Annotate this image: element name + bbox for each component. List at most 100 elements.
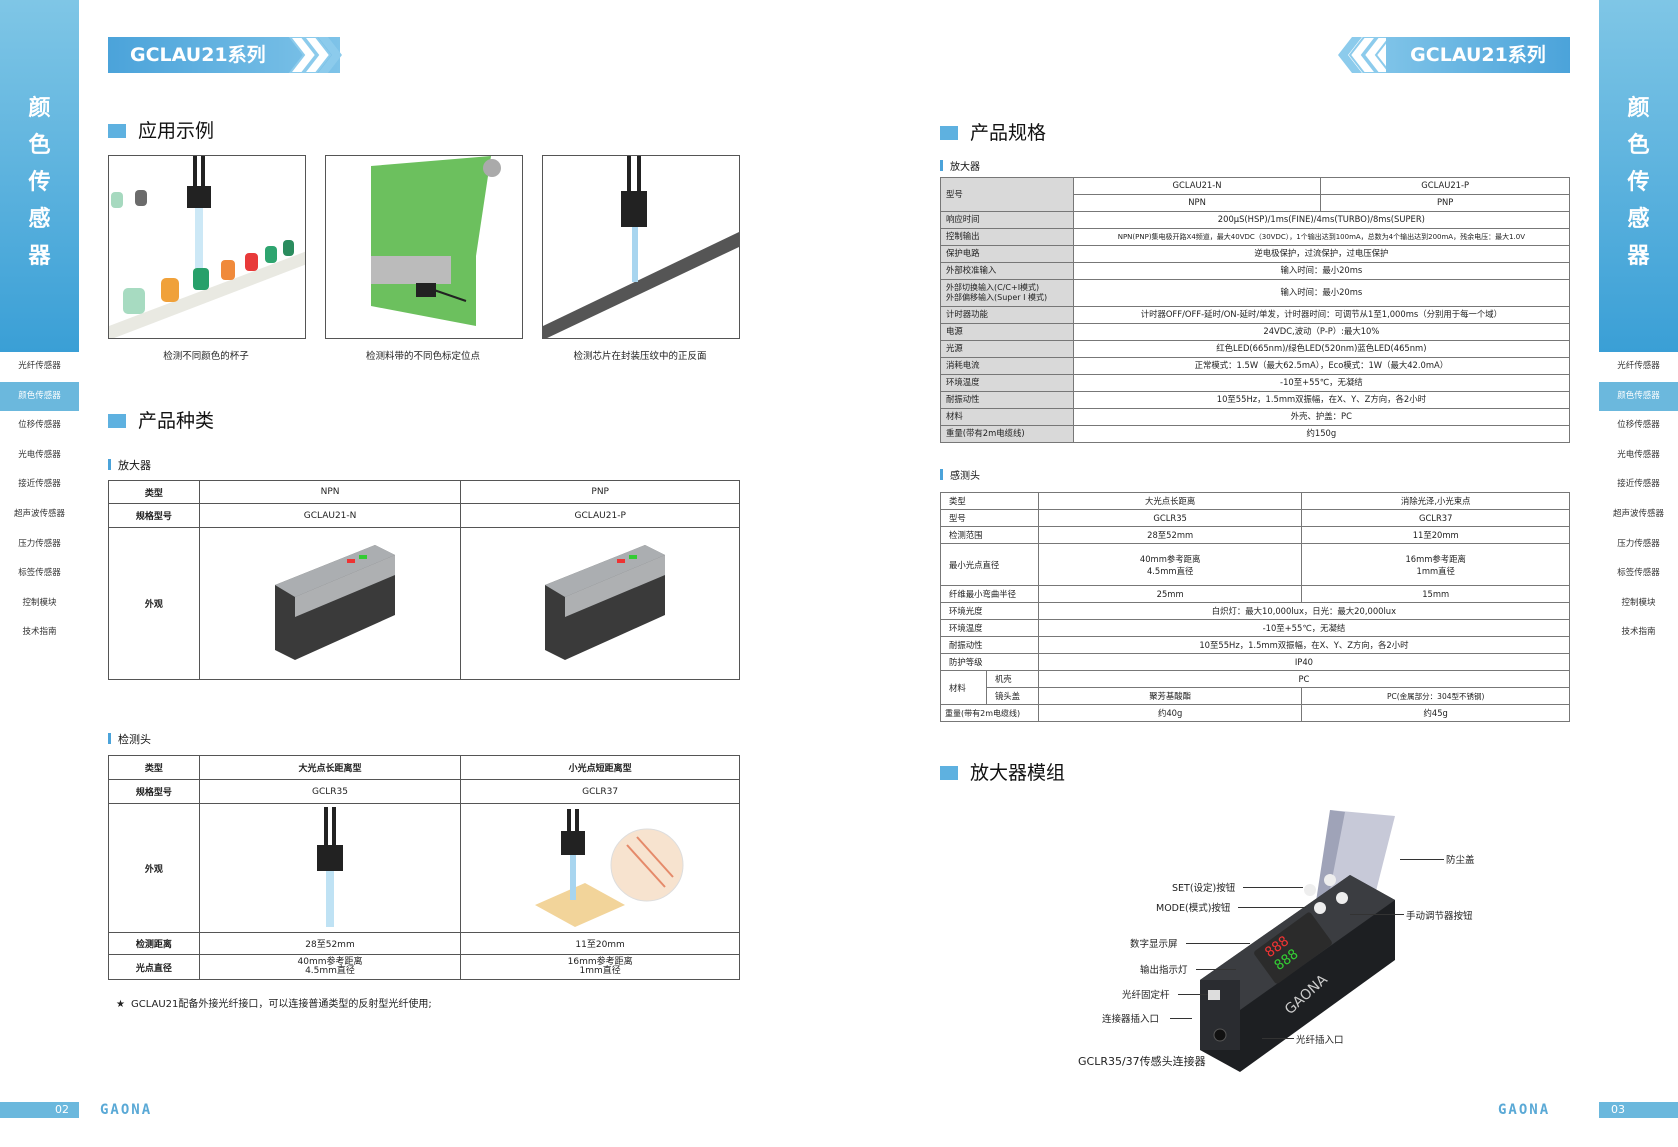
sens-label: 类型 <box>940 492 1039 510</box>
sens-label: 耐振动性 <box>940 636 1039 654</box>
callout-dust-cover: 防尘盖 <box>1446 855 1475 866</box>
spec-row-label: 响应时间 <box>940 211 1074 229</box>
row-label-appearance: 外观 <box>108 527 200 680</box>
spec-row-value: NPN(PNP)集电极开路X4频道，最大40VDC（30VDC），1个输出达到1… <box>1072 228 1571 246</box>
sensor-head-image <box>535 808 684 927</box>
sens-value: PC <box>1037 670 1571 688</box>
footnote: ★GCLAU21配备外接光纤接口，可以连接普通类型的反射型光纤使用; <box>116 999 432 1010</box>
sidebar-item-label[interactable]: 标签传感器 <box>18 568 61 579</box>
amplifier-table: 类型 NPN PNP 规格型号 GCLAU21-N GCLAU21-P 外观 <box>108 480 740 680</box>
spec-row-value: 外壳、护盖：PC <box>1072 408 1571 426</box>
spec-row-value: 正常模式：1.5W（最大62.5mA），Eco模式：1W（最大42.0mA） <box>1072 357 1571 375</box>
sidebar-item-fiber[interactable]: 光纤传感器 <box>18 361 61 371</box>
spec-row-value: 约150g <box>1072 425 1571 443</box>
sens-label: 防护等级 <box>940 653 1039 671</box>
spec-row-label: 重量(带有2m电缆线) <box>940 425 1074 443</box>
amplifier-device-image <box>275 544 396 660</box>
sens-value: 28至52mm <box>1037 526 1303 544</box>
sidebar-item-control[interactable]: 控制模块 <box>22 597 57 608</box>
sens-label: 最小光点直径 <box>940 543 1039 586</box>
sidebar-item-proximity[interactable]: 接近传感器 <box>1617 479 1660 490</box>
sidebar-item-ultrasonic[interactable]: 超声波传感器 <box>1612 508 1664 519</box>
sensor-head-table: 类型 大光点长距离型 小光点短距离型 规格型号 GCLR35 GCLR37 外观 <box>108 755 740 980</box>
sens-label: 型号 <box>940 509 1039 527</box>
row-label-type: 类型 <box>108 480 200 504</box>
sensor-image-37 <box>460 803 740 933</box>
brand-logo-right: GAONA <box>1498 1102 1551 1118</box>
amp-type-pnp: PNP <box>460 480 740 504</box>
spec-model-label: 型号 <box>940 177 1074 212</box>
row-label-model: 规格型号 <box>108 779 200 804</box>
spec-row-value: -10至+55℃，无凝结 <box>1072 374 1571 392</box>
sensor-model-35: GCLR35 <box>198 779 462 804</box>
spec-row-value: 10至55Hz，1.5mm双振幅，在X、Y、Z方向，各2小时 <box>1072 391 1571 409</box>
sidebar-item-photoelectric[interactable]: 光电传感器 <box>1617 449 1660 460</box>
subtitle-sensor-head: 检测头 <box>108 731 151 747</box>
sens-label: 检测范围 <box>940 526 1039 544</box>
vertical-char: 器 <box>28 244 51 269</box>
spec-row-value: 计时器OFF/OFF-延时/ON-延时/单发，计时器时间：可调节从1至1,000… <box>1072 306 1571 324</box>
callout-fiber-port: 光纤插入口 <box>1296 1035 1344 1046</box>
chevron-arrows-icon <box>288 37 342 73</box>
spec-row-label: 消耗电流 <box>940 357 1074 375</box>
sensor-head-image <box>317 806 344 927</box>
vertical-char: 传 <box>28 170 51 195</box>
row-label-distance: 检测距离 <box>108 932 200 955</box>
left-vertical-title: 颜 色 传 感 器 <box>0 90 79 275</box>
spec-row-label: 光源 <box>940 340 1074 358</box>
amp-model-p: GCLAU21-P <box>460 503 740 528</box>
spec-type-p: PNP <box>1320 194 1570 212</box>
sidebar-item-color[interactable]: 颜色传感器 <box>0 381 79 412</box>
right-sidebar-banner: 颜 色 传 感 器 <box>1599 0 1678 352</box>
amplifier-device-image <box>545 544 666 660</box>
sens-value: 约45g <box>1301 704 1570 722</box>
row-label-model: 规格型号 <box>108 503 200 528</box>
sensor-distance-37: 11至20mm <box>460 932 740 955</box>
right-sidebar-menu: 光纤传感器 颜色传感器 位移传感器 光电传感器 接近传感器 超声波传感器 压力传… <box>1599 352 1678 648</box>
series-title: GCLAU21系列 <box>1410 44 1546 66</box>
sens-label: 材料 <box>940 670 987 705</box>
sens-value: 白炽灯：最大10,000lux，日光：最大20,000lux <box>1037 602 1571 620</box>
series-title: GCLAU21系列 <box>130 44 266 66</box>
brand-logo-left: GAONA <box>100 1102 153 1118</box>
page-number-right: 03 <box>1599 1102 1678 1118</box>
vertical-char: 色 <box>1627 133 1650 158</box>
sidebar-item-photoelectric[interactable]: 光电传感器 <box>18 449 61 460</box>
sidebar-item-pressure[interactable]: 压力传感器 <box>1617 538 1660 549</box>
spec-row-label: 环境温度 <box>940 374 1074 392</box>
sidebar-item-fiber[interactable]: 光纤传感器 <box>1617 361 1660 371</box>
sidebar-item-control[interactable]: 控制模块 <box>1621 597 1656 608</box>
sidebar-item-guide[interactable]: 技术指南 <box>22 627 57 638</box>
sens-value: 消除光泽,小光束点 <box>1301 492 1570 510</box>
app-image-tape <box>325 155 523 339</box>
amp-image-n <box>198 527 462 680</box>
sens-value: IP40 <box>1037 653 1571 671</box>
sidebar-item-ultrasonic[interactable]: 超声波传感器 <box>13 508 65 519</box>
right-series-banner: GCLAU21系列 <box>1386 37 1570 73</box>
sidebar-item-displacement[interactable]: 位移传感器 <box>18 420 61 431</box>
amp-image-p <box>460 527 740 680</box>
app-image-chip <box>542 155 740 339</box>
sidebar-item-displacement[interactable]: 位移传感器 <box>1617 420 1660 431</box>
spec-row-label: 外部校准输入 <box>940 262 1074 280</box>
sidebar-item-pressure[interactable]: 压力传感器 <box>18 538 61 549</box>
sidebar-item-guide[interactable]: 技术指南 <box>1621 627 1656 638</box>
vertical-char: 颜 <box>1627 96 1650 121</box>
sens-label: 镜头盖 <box>985 687 1039 705</box>
callout-mode-button: MODE(模式)按钮 <box>1156 903 1231 914</box>
row-label-type: 类型 <box>108 755 200 780</box>
subtitle-spec-sensor: 感测头 <box>940 467 980 482</box>
sidebar-item-proximity[interactable]: 接近传感器 <box>18 479 61 490</box>
sensor-type-large: 大光点长距离型 <box>198 755 462 780</box>
sens-value: 25mm <box>1037 585 1303 603</box>
sidebar-item-color[interactable]: 颜色传感器 <box>1599 381 1678 412</box>
spec-type-n: NPN <box>1072 194 1322 212</box>
spec-row-label: 外部切换输入(C/C+I模式) 外部偏移输入(Super I 模式) <box>940 279 1074 307</box>
sidebar-item-label[interactable]: 标签传感器 <box>1617 568 1660 579</box>
vertical-char: 器 <box>1627 244 1650 269</box>
